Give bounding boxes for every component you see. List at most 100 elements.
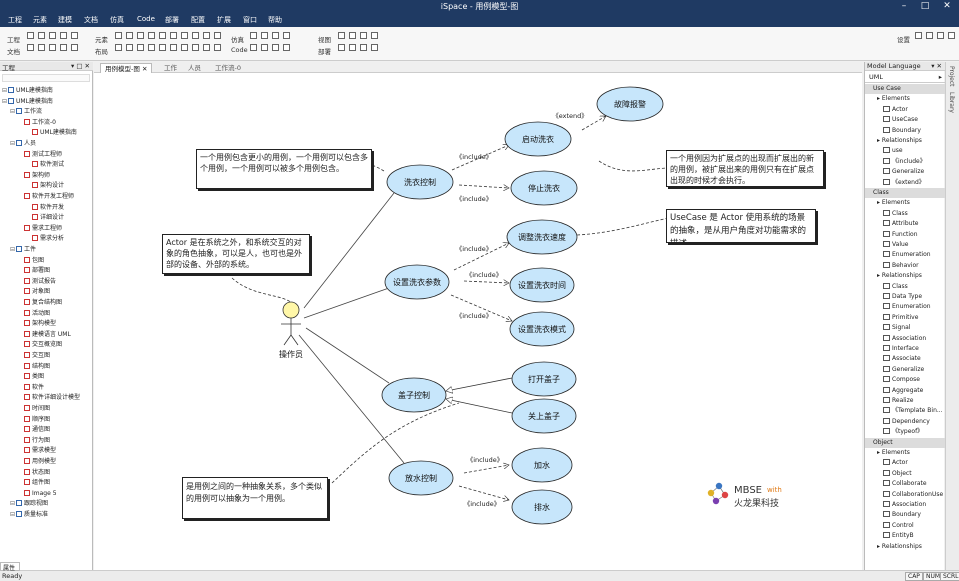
palette-item[interactable]: Associate: [865, 354, 945, 364]
palette-item[interactable]: Primitive: [865, 313, 945, 323]
menu-extend[interactable]: 扩展: [217, 16, 231, 24]
menu-document[interactable]: 文档: [84, 16, 98, 24]
toolbar-button[interactable]: [126, 32, 133, 39]
tree-item[interactable]: 活动图: [18, 309, 50, 319]
palette-item[interactable]: Object: [865, 469, 945, 479]
tree-item[interactable]: 状态图: [18, 468, 50, 478]
toolbar-button[interactable]: [71, 44, 78, 51]
palette-item[interactable]: Association: [865, 334, 945, 344]
include-wash-start[interactable]: [451, 145, 509, 171]
tree-item[interactable]: 组件图: [18, 478, 50, 488]
menu-config[interactable]: 配置: [191, 16, 205, 24]
palette-item[interactable]: Aggregate: [865, 386, 945, 396]
palette-item[interactable]: Actor: [865, 105, 945, 115]
menu-deploy[interactable]: 部署: [165, 16, 179, 24]
tree-item[interactable]: 软件开发工程师: [18, 192, 74, 202]
toolbar-button[interactable]: [250, 32, 257, 39]
note-include[interactable]: 一个用例包含更小的用例，一个用例可以包含多个用例，一个用例可以被多个用例包含。: [196, 149, 372, 189]
toolbar-button[interactable]: [181, 32, 188, 39]
toolbar-button[interactable]: [915, 32, 922, 39]
menu-window[interactable]: 窗口: [243, 16, 257, 24]
tree-item[interactable]: 测试报告: [18, 277, 56, 287]
palette-item[interactable]: 《Template Bin...: [865, 406, 945, 416]
expander-icon[interactable]: ⊟: [10, 500, 16, 508]
toolbar-button[interactable]: [49, 32, 56, 39]
toolbar-button[interactable]: [170, 44, 177, 51]
palette-group[interactable]: ▸ Elements: [865, 448, 945, 458]
toolbar-button[interactable]: [148, 32, 155, 39]
toolbar-button[interactable]: [261, 32, 268, 39]
toolbar-button[interactable]: [926, 32, 933, 39]
usecase-open[interactable]: [511, 361, 577, 397]
tree-item[interactable]: ⊟质量标准: [10, 510, 48, 520]
palette-group[interactable]: ▸ Relationships: [865, 136, 945, 146]
tree-item[interactable]: 需求分析: [26, 234, 64, 244]
association-water[interactable]: [298, 334, 405, 464]
tree-item[interactable]: 架构模型: [18, 319, 56, 329]
include-water-drain[interactable]: [458, 485, 509, 500]
palette-item[interactable]: Value: [865, 240, 945, 250]
tree-item[interactable]: 软件测试: [26, 160, 64, 170]
palette-item[interactable]: Control: [865, 521, 945, 531]
tree-item[interactable]: ⊟UML建模指南: [2, 97, 53, 107]
palette-item[interactable]: 《extend》: [865, 178, 945, 188]
toolbar-button[interactable]: [159, 44, 166, 51]
toolbar-button[interactable]: [371, 44, 378, 51]
tree-item[interactable]: ⊟跟踪视图: [10, 499, 48, 509]
tree-item[interactable]: ⊟人员: [10, 139, 36, 149]
toolbar-button[interactable]: [349, 32, 356, 39]
include-water-add[interactable]: [463, 465, 509, 474]
usecase-speed[interactable]: [506, 219, 578, 255]
tree-item[interactable]: 需求工程师: [18, 224, 62, 234]
tree-item[interactable]: 软件详细设计模型: [18, 393, 80, 403]
language-selector[interactable]: UML ▸: [865, 72, 945, 83]
include-params-mode[interactable]: [450, 294, 512, 321]
palette-item[interactable]: EntityB: [865, 531, 945, 541]
project-search-input[interactable]: [2, 74, 90, 82]
palette-item[interactable]: Generalize: [865, 365, 945, 375]
tree-item[interactable]: 包图: [18, 256, 44, 266]
palette-item[interactable]: Compose: [865, 375, 945, 385]
expander-icon[interactable]: ⊟: [2, 87, 8, 94]
expander-icon[interactable]: ⊟: [10, 511, 16, 518]
tree-item[interactable]: 架构设计: [26, 181, 64, 191]
panel-pin-close-icon[interactable]: ▾ □ ✕: [71, 62, 90, 70]
palette-item[interactable]: Actor: [865, 458, 945, 468]
tab-workflow[interactable]: 工作流-0: [215, 64, 241, 72]
usecase-lid[interactable]: [381, 377, 447, 413]
toolbar-button[interactable]: [49, 44, 56, 51]
palette-item[interactable]: Enumeration: [865, 302, 945, 312]
toolbar-button[interactable]: [338, 32, 345, 39]
palette-item[interactable]: Realize: [865, 396, 945, 406]
palette-item[interactable]: Class: [865, 282, 945, 292]
toolbar-button[interactable]: [170, 32, 177, 39]
side-tab-project[interactable]: Project: [948, 66, 955, 87]
tab-close-icon[interactable]: ✕: [141, 65, 148, 73]
tree-item[interactable]: 时间图: [18, 404, 50, 414]
toolbar-button[interactable]: [371, 32, 378, 39]
generalize-close-lid[interactable]: [446, 399, 513, 414]
palette-item[interactable]: Dependency: [865, 417, 945, 427]
usecase-drain[interactable]: [511, 489, 573, 525]
toolbar-button[interactable]: [181, 44, 188, 51]
palette-item[interactable]: UseCase: [865, 115, 945, 125]
tree-item[interactable]: 需求模型: [18, 446, 56, 456]
toolbar-button[interactable]: [60, 44, 67, 51]
menu-help[interactable]: 帮助: [268, 16, 282, 24]
toolbar-button[interactable]: [349, 44, 356, 51]
palette-item[interactable]: Signal: [865, 323, 945, 333]
tree-item[interactable]: ⊟UML建模指南: [2, 86, 53, 96]
note-actor[interactable]: Actor 是在系统之外，和系统交互的对象的角色抽象，可以是人，也可也是外部的设…: [162, 234, 310, 274]
toolbar-button[interactable]: [272, 32, 279, 39]
palette-item[interactable]: Collaborate: [865, 479, 945, 489]
usecase-mode[interactable]: [509, 311, 575, 347]
menu-simulation[interactable]: 仿真: [110, 16, 124, 24]
tree-item[interactable]: 复合结构图: [18, 298, 62, 308]
menu-project[interactable]: 工程: [8, 16, 22, 24]
palette-item[interactable]: 《typeof》: [865, 427, 945, 437]
tree-item[interactable]: 交互图: [18, 351, 50, 361]
toolbar-button[interactable]: [159, 32, 166, 39]
tree-item[interactable]: 用例模型: [18, 457, 56, 467]
palette-item[interactable]: Generalize: [865, 167, 945, 177]
expander-icon[interactable]: ⊟: [10, 108, 16, 116]
